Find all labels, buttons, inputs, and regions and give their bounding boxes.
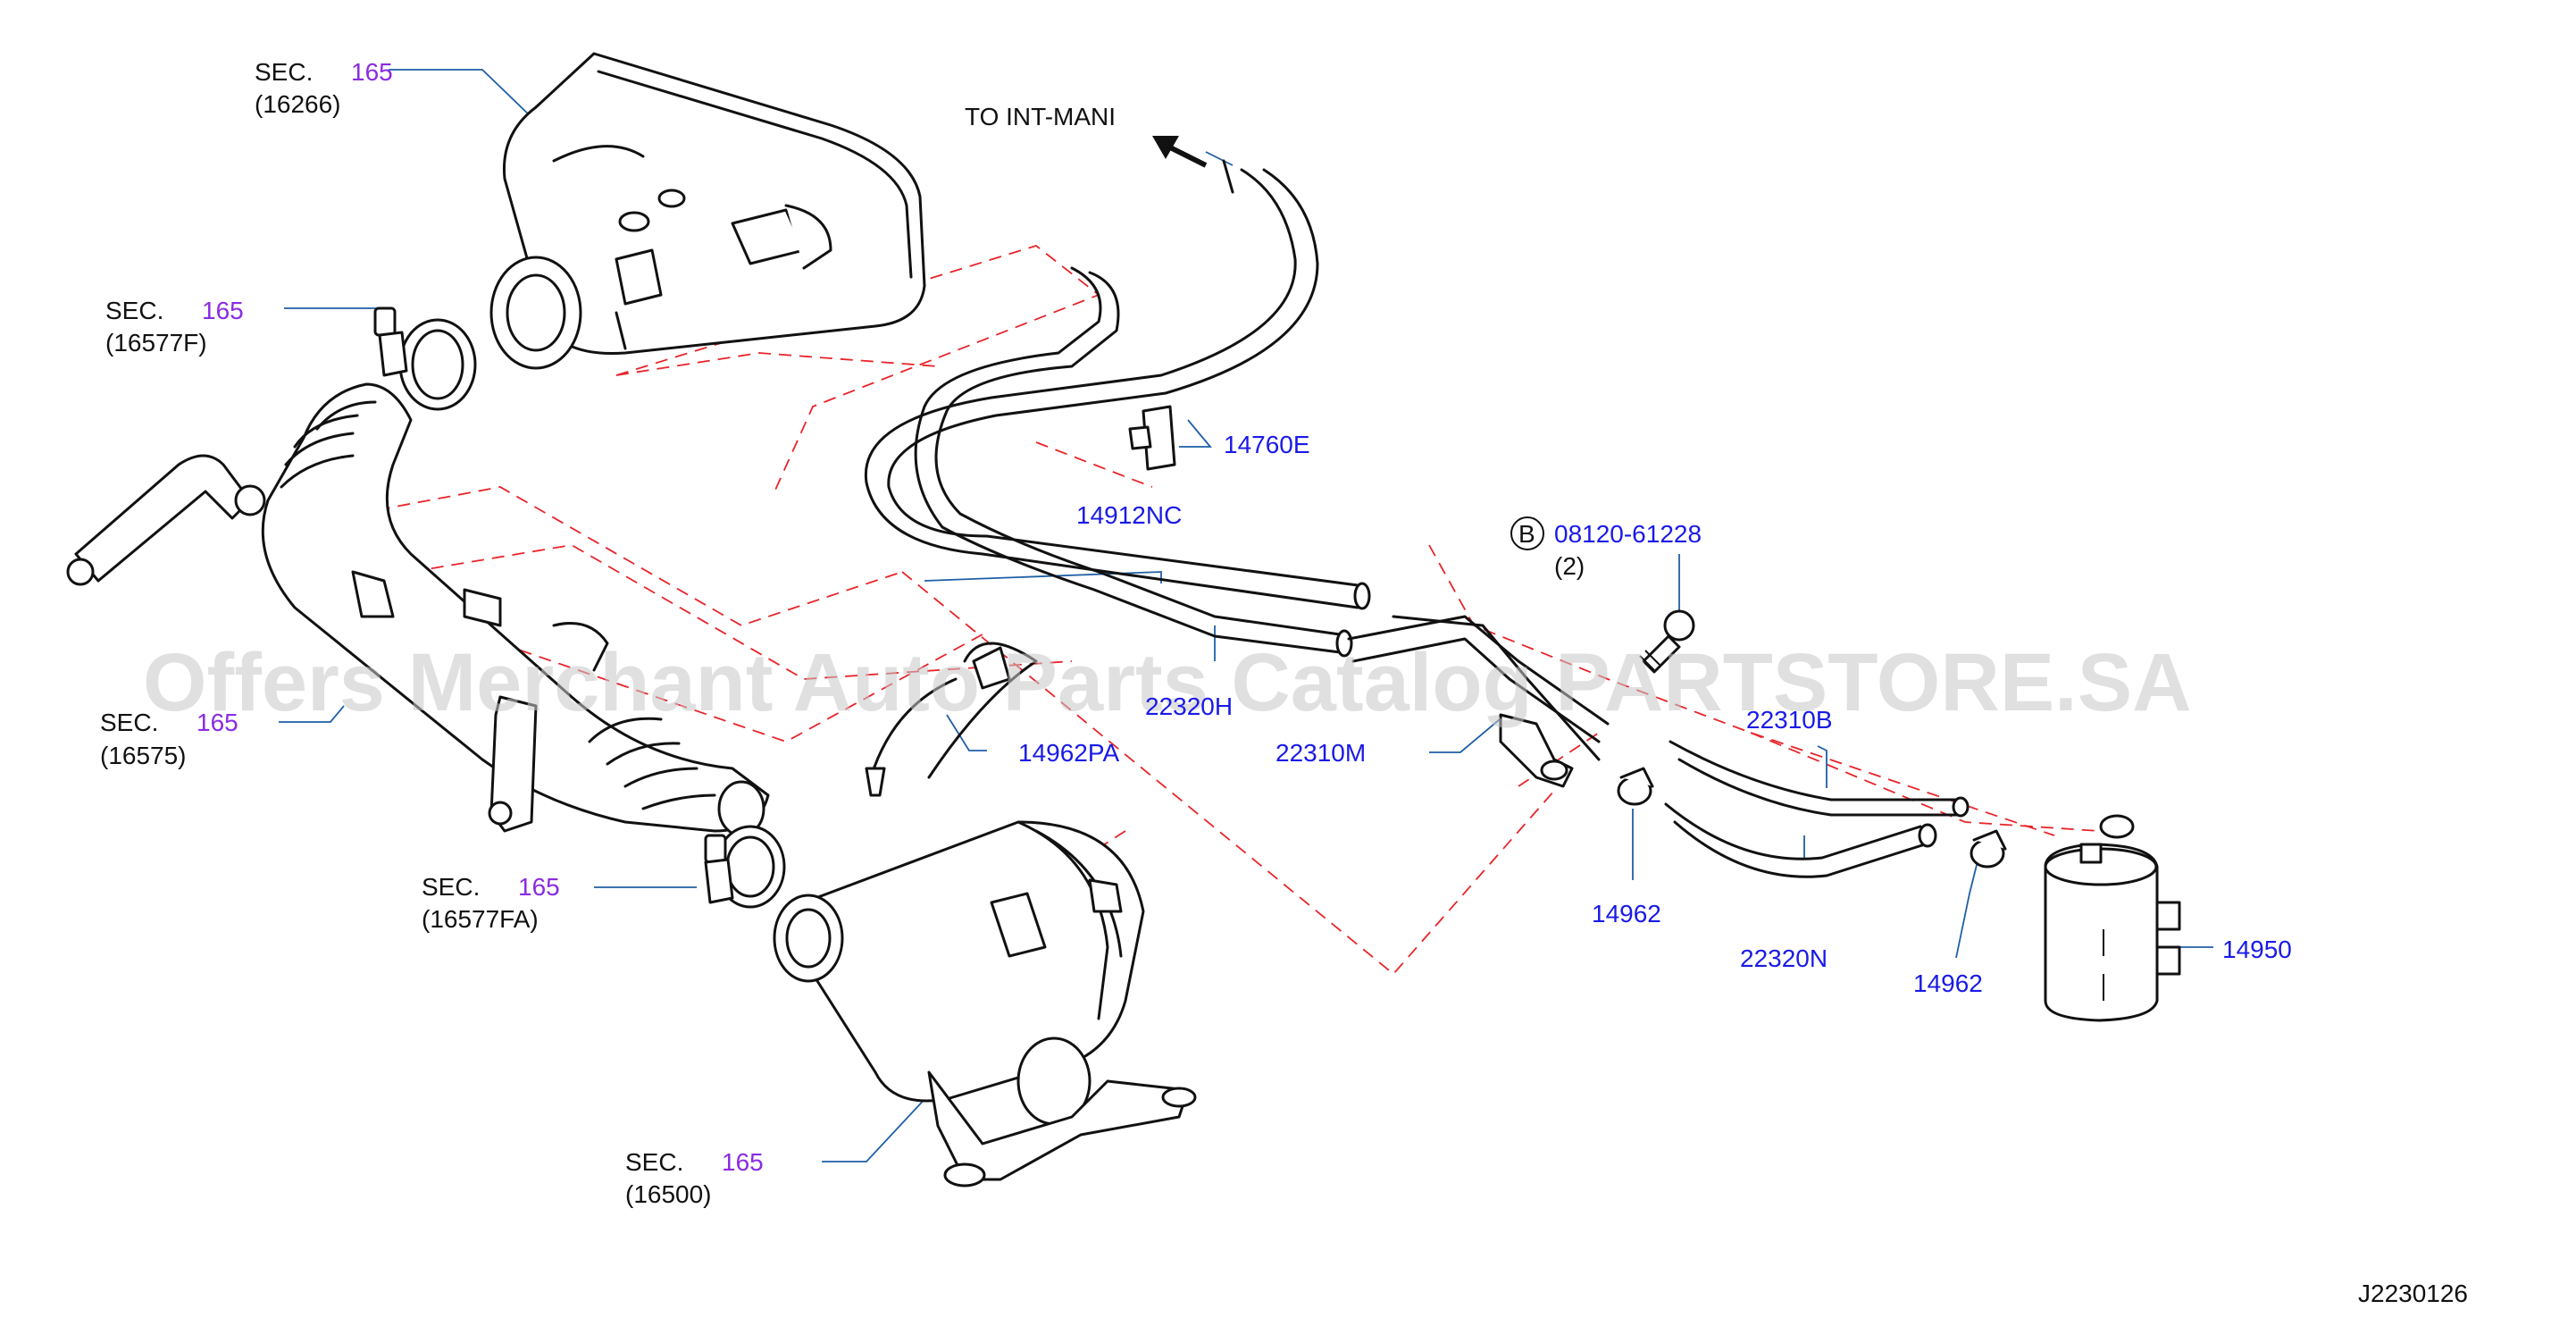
arrow-to-intake-manifold [1152, 136, 1208, 168]
label-part-14912nc[interactable]: 14912NC [1076, 501, 1182, 529]
alignment-dashed-lines [356, 245, 2100, 976]
label-sec-top: SEC. [255, 58, 313, 86]
duct-bracket [66, 454, 266, 586]
label-bolt-callout: B [1518, 520, 1535, 548]
metal-pipe-assembly [1347, 615, 1610, 788]
label-sec-16575: SEC. [100, 709, 158, 736]
watermark: Offers Merchant Auto Parts Catalog PARTS… [143, 637, 2192, 728]
drawing-id: J2230126 [2358, 1280, 2468, 1307]
vacuum-hoses [864, 159, 1371, 658]
label-part-16500: (16500) [625, 1180, 712, 1208]
evap-canister [2044, 814, 2181, 1022]
part-labels: SEC. 165 (16266) SEC. 165 (16577F) SEC. … [100, 58, 2468, 1307]
label-part-14962-b[interactable]: 14962 [1913, 969, 1983, 997]
label-sec-16577f: SEC. [105, 297, 163, 324]
label-part-22320n[interactable]: 22320N [1740, 944, 1827, 972]
label-part-22310b[interactable]: 22310B [1746, 706, 1833, 734]
label-part-08120-61228[interactable]: 08120-61228 [1554, 520, 1702, 548]
label-to-int-mani: TO INT-MANI [965, 103, 1116, 130]
label-part-14962pa[interactable]: 14962PA [1018, 739, 1119, 767]
label-sec-16577fa-number[interactable]: 165 [518, 873, 560, 901]
label-sec-16500: SEC. [625, 1148, 683, 1176]
bolt [1639, 609, 1695, 674]
label-part-14962-a[interactable]: 14962 [1592, 900, 1661, 927]
label-sec-top-number[interactable]: 165 [351, 58, 393, 86]
label-part-14950[interactable]: 14950 [2222, 936, 2292, 963]
label-part-16577f: (16577F) [105, 329, 207, 357]
hose-clip-14760e [1128, 405, 1176, 471]
label-part-2232[interactable]: 22320H [1145, 692, 1233, 720]
air-duct-hose [261, 382, 770, 837]
air-cleaner-cover [489, 52, 926, 370]
label-sec-16575-number[interactable]: 165 [197, 709, 238, 736]
hoses-22310b-22320n [1617, 740, 2007, 878]
hose-clamp-upper [373, 306, 477, 411]
label-part-08120-qty: (2) [1554, 552, 1585, 580]
label-part-14760e[interactable]: 14760E [1224, 431, 1310, 458]
air-cleaner-body [773, 820, 1197, 1188]
label-sec-16577fa: SEC. [422, 873, 480, 901]
cable-tie [865, 642, 1038, 797]
bolt-callout-circle [1510, 516, 1544, 550]
label-part-22310m[interactable]: 22310M [1275, 739, 1366, 767]
label-sec-16500-number[interactable]: 165 [722, 1148, 764, 1176]
hose-clamp-lower [704, 825, 786, 909]
label-part-16577fa: (16577FA) [422, 905, 539, 933]
label-part-16266: (16266) [255, 90, 341, 118]
label-sec-16577f-number[interactable]: 165 [202, 297, 244, 324]
label-part-16575: (16575) [100, 742, 187, 769]
